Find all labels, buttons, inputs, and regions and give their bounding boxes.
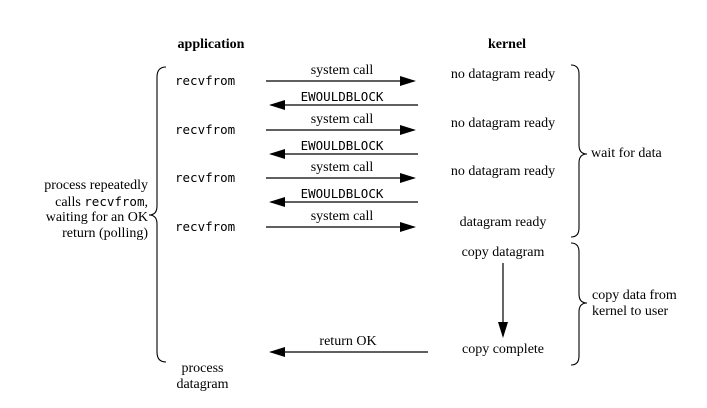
left-annotation: process repeatedly calls recvfrom, waiti…: [5, 178, 148, 241]
wait-for-data-label: wait for data: [591, 146, 662, 161]
left-annotation-line4: return (polling): [62, 225, 148, 241]
return-ok-label: return OK: [319, 334, 377, 349]
ewouldblock-label-2: EWOULDBLOCK: [300, 186, 384, 201]
kernel-state-1: no datagram ready: [450, 116, 556, 131]
left-annotation-line3: waiting for an OK: [45, 210, 148, 225]
recvfrom-call-0: recvfrom: [175, 73, 236, 88]
column-header-application: application: [177, 37, 245, 52]
copy-datagram-label: copy datagram: [461, 245, 545, 260]
ewouldblock-label-1: EWOULDBLOCK: [300, 138, 384, 153]
recvfrom-inline-code: recvfrom: [84, 193, 145, 209]
recvfrom-call-2: recvfrom: [175, 170, 236, 185]
recvfrom-call-3: recvfrom: [175, 219, 236, 234]
kernel-state-3: datagram ready: [459, 215, 547, 230]
polling-group-brace: [148, 66, 167, 363]
system-call-label-2: system call: [310, 160, 374, 175]
recvfrom-call-1: recvfrom: [175, 122, 236, 137]
system-call-label-1: system call: [310, 112, 374, 127]
process-datagram-label: process datagram: [176, 361, 229, 392]
ewouldblock-label-0: EWOULDBLOCK: [300, 89, 384, 104]
kernel-state-2: no datagram ready: [450, 164, 556, 179]
system-call-label-0: system call: [310, 63, 374, 78]
copy-data-brace: [570, 242, 588, 366]
column-header-kernel: kernel: [487, 37, 527, 52]
copy-complete-label: copy complete: [461, 342, 545, 357]
left-annotation-line2: calls recvfrom,: [55, 193, 148, 210]
left-annotation-line1: process repeatedly: [44, 178, 148, 193]
system-call-label-3: system call: [310, 209, 374, 224]
copy-data-label: copy data from kernel to user: [592, 288, 677, 319]
wait-for-data-brace: [570, 64, 588, 238]
kernel-state-0: no datagram ready: [450, 67, 556, 82]
